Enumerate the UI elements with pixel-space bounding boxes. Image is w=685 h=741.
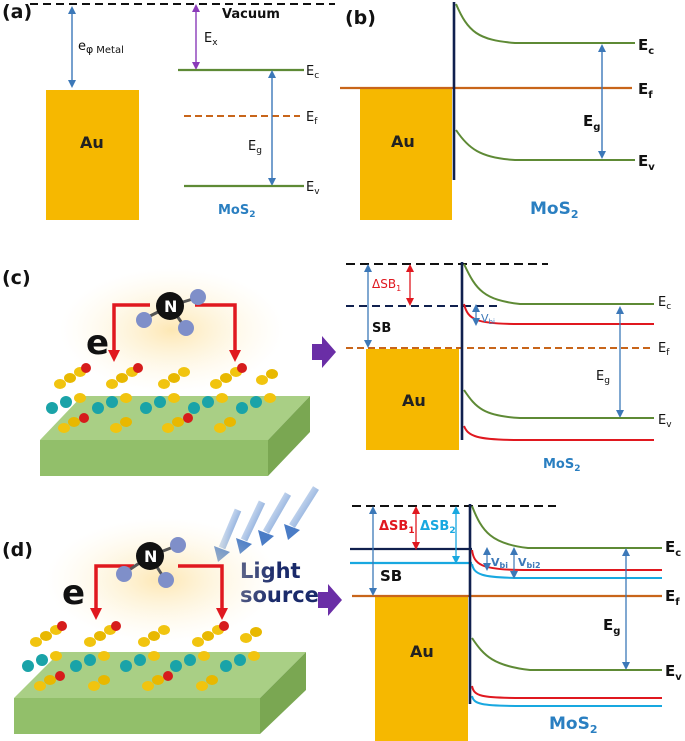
lattice-row-mid-c bbox=[46, 393, 276, 414]
ec-label-b: Ec bbox=[638, 36, 654, 57]
shifted-valence-band-c bbox=[463, 425, 654, 441]
ev-label-c: Ev bbox=[658, 413, 672, 430]
ev-label-b: Ev bbox=[638, 152, 655, 173]
shifted-conduction-band-d2 bbox=[471, 563, 662, 579]
ex-label: Ex bbox=[204, 31, 218, 48]
au-label-d: Au bbox=[410, 642, 434, 661]
lattice-row-top-d bbox=[30, 621, 262, 647]
eg-label-d: Eg bbox=[603, 616, 620, 637]
vbi1-label-d: Vbi bbox=[491, 556, 508, 570]
hydrogen-atom-c-2 bbox=[190, 289, 206, 305]
hydrogen-atom-d-1 bbox=[116, 566, 132, 582]
ec-label-d: Ec bbox=[665, 538, 681, 559]
hydrogen-atom-c-3 bbox=[178, 320, 194, 336]
mos2-lattice-d bbox=[22, 621, 262, 691]
au-label-b: Au bbox=[391, 132, 415, 151]
substrate-front-d bbox=[14, 698, 260, 734]
mos2-label-d: MoS2 bbox=[549, 714, 598, 736]
substrate-front-c bbox=[40, 440, 268, 476]
panel-d: (d) Light source bbox=[2, 486, 682, 741]
nitrogen-label-c: N bbox=[164, 297, 177, 316]
charge-transfer-arrow-right-d bbox=[178, 564, 228, 620]
charge-transfer-arrow-left-d bbox=[90, 564, 134, 620]
shifted-valence-band-d1 bbox=[471, 685, 662, 699]
hydrogen-atom-c-1 bbox=[136, 312, 152, 328]
eg-label-a: Eg bbox=[248, 139, 262, 156]
mos2-label-a: MoS2 bbox=[218, 203, 256, 220]
ef-label-c: Ef bbox=[658, 341, 670, 358]
hydrogen-atom-d-3 bbox=[158, 572, 174, 588]
panel-a-label: (a) bbox=[2, 1, 32, 23]
panel-c: (c) bbox=[2, 262, 672, 476]
sb-label-c: SB bbox=[372, 321, 391, 336]
panel-d-label: (d) bbox=[2, 539, 33, 561]
panel-c-label: (c) bbox=[2, 267, 31, 289]
valence-band-d bbox=[471, 637, 662, 671]
valence-band-b bbox=[455, 129, 635, 161]
shifted-valence-band-d2 bbox=[471, 695, 662, 707]
delta-sb-label-c: ΔSB1 bbox=[372, 277, 401, 293]
substrate-side-d bbox=[260, 652, 306, 734]
lattice-row-mid-d bbox=[22, 651, 260, 672]
eg-label-c: Eg bbox=[596, 369, 610, 386]
purple-arrow-d bbox=[318, 584, 342, 616]
lattice-row-bottom-c bbox=[58, 413, 236, 433]
electron-symbol-d: e bbox=[62, 573, 85, 613]
purple-arrow-c bbox=[312, 336, 336, 368]
ef-label-d: Ef bbox=[665, 587, 680, 608]
mos2-lattice-c bbox=[46, 363, 278, 433]
ev-label-d: Ev bbox=[665, 662, 682, 683]
lattice-row-top-c bbox=[54, 363, 278, 389]
nitrogen-atom-c bbox=[156, 292, 184, 320]
lattice-row-bottom-d bbox=[34, 671, 218, 691]
panel-b: (b) Au Ef Ec Eg Ev MoS2 bbox=[340, 2, 655, 221]
delta-sb1-label-d: ΔSB1 bbox=[379, 519, 415, 536]
mos2-label-b: MoS2 bbox=[530, 199, 579, 221]
au-block-b bbox=[360, 89, 452, 220]
charge-transfer-arrow-right-c bbox=[195, 303, 241, 362]
vacuum-label: Vacuum bbox=[222, 7, 280, 22]
vbi-label-c: Vbi bbox=[481, 312, 495, 326]
panel-b-label: (b) bbox=[345, 7, 376, 29]
ef-label-a: Ef bbox=[306, 110, 318, 127]
sb-label-d: SB bbox=[380, 567, 402, 585]
delta-sb2-label-d: ΔSB2 bbox=[420, 519, 456, 536]
nitrogen-atom-d bbox=[136, 542, 164, 570]
conduction-band-c bbox=[463, 263, 654, 305]
conduction-band-b bbox=[455, 3, 635, 44]
conduction-band-d bbox=[471, 505, 662, 549]
ec-label-a: Ec bbox=[306, 64, 319, 81]
electron-symbol-c: e bbox=[86, 323, 109, 363]
au-label-c: Au bbox=[402, 391, 426, 410]
nitrogen-label-d: N bbox=[144, 547, 157, 566]
mos2-label-c: MoS2 bbox=[543, 457, 581, 474]
au-block-c bbox=[366, 349, 459, 450]
ef-label-b: Ef bbox=[638, 80, 653, 101]
vbi2-label-d: Vbi2 bbox=[518, 556, 541, 570]
valence-band-c bbox=[463, 389, 654, 419]
hydrogen-atom-d-2 bbox=[170, 537, 186, 553]
au-block-a bbox=[46, 90, 139, 220]
ev-label-a: Ev bbox=[306, 180, 320, 197]
charge-transfer-arrow-left-c bbox=[108, 303, 150, 362]
substrate-side-c bbox=[268, 396, 310, 476]
au-label-a: Au bbox=[80, 133, 104, 152]
au-block-d bbox=[375, 596, 468, 741]
ec-label-c: Ec bbox=[658, 295, 671, 312]
eg-label-b: Eg bbox=[583, 112, 600, 133]
